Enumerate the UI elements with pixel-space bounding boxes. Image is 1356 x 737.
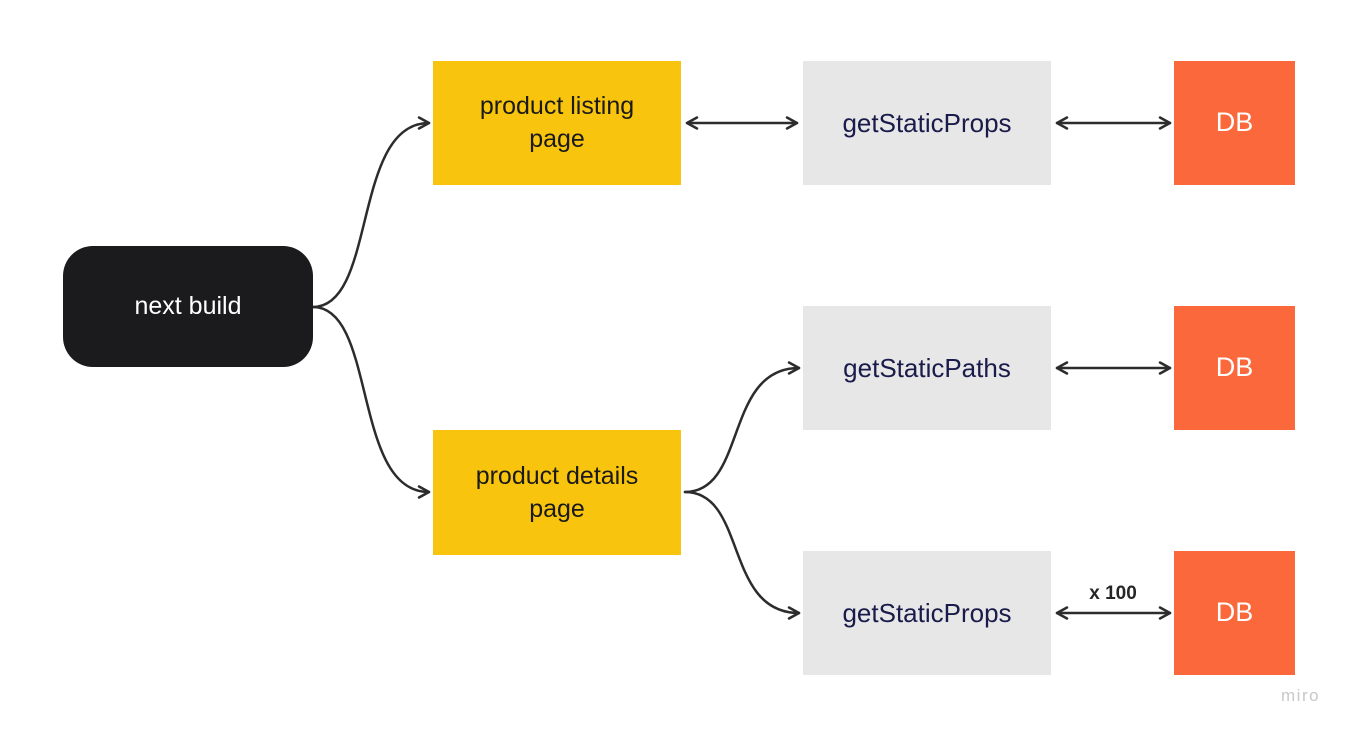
node-get-static-props-top[interactable]: getStaticProps <box>803 61 1051 185</box>
node-db-middle-label: DB <box>1215 352 1254 383</box>
node-db-middle[interactable]: DB <box>1174 306 1295 430</box>
node-get-static-props-bottom-label: getStaticProps <box>842 597 1012 628</box>
node-product-listing-page[interactable]: product listing page <box>433 61 681 185</box>
miro-watermark: miro <box>1281 686 1321 705</box>
node-product-details-page-label: product details page <box>475 461 639 523</box>
node-db-bottom[interactable]: DB <box>1174 551 1295 675</box>
connector-product-details-to-get-static-paths[interactable] <box>683 361 801 494</box>
node-product-listing-page-label: product listing page <box>479 92 635 153</box>
node-next-build-label: next build <box>134 292 242 320</box>
node-db-top[interactable]: DB <box>1174 61 1295 185</box>
node-get-static-props-top-label: getStaticProps <box>842 107 1012 138</box>
node-product-details-page[interactable]: product details page <box>433 430 681 555</box>
connector-product-details-to-get-static-props[interactable] <box>683 490 801 620</box>
node-db-top-label: DB <box>1215 107 1254 138</box>
node-next-build[interactable]: next build <box>63 246 313 367</box>
node-get-static-props-bottom[interactable]: getStaticProps <box>803 551 1051 675</box>
connector-next-build-to-product-listing[interactable] <box>311 116 431 309</box>
node-get-static-paths[interactable]: getStaticPaths <box>803 306 1051 430</box>
node-get-static-paths-label: getStaticPaths <box>843 352 1011 383</box>
node-db-bottom-label: DB <box>1215 597 1254 628</box>
connector-label-x100: x 100 <box>1089 583 1137 604</box>
connector-next-build-to-product-details[interactable] <box>311 305 431 499</box>
